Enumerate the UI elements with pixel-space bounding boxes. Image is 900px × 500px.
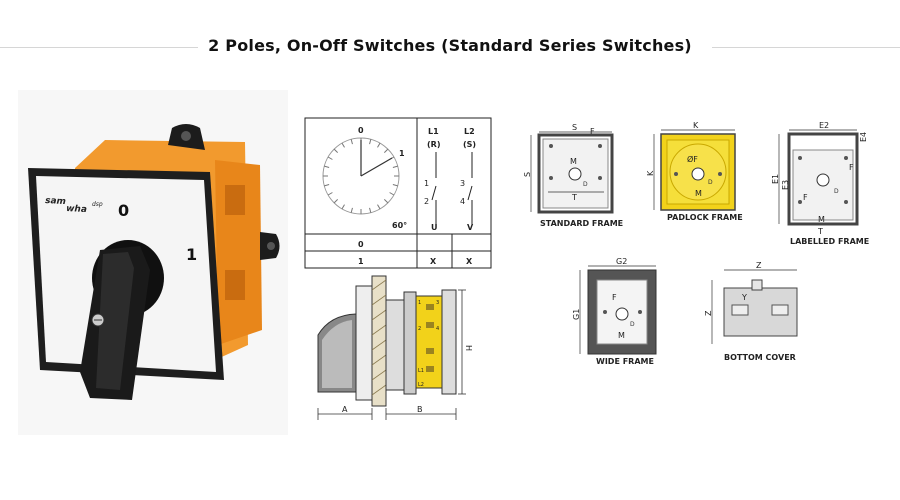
- l1-label: L1: [428, 127, 439, 136]
- page-title: 2 Poles, On-Off Switches (Standard Serie…: [198, 36, 702, 55]
- col-u-label: U: [431, 223, 438, 232]
- l2-label: L2: [464, 127, 475, 136]
- svg-text:wha: wha: [66, 204, 87, 215]
- svg-text:M: M: [618, 331, 625, 340]
- title-row: 2 Poles, On-Off Switches (Standard Serie…: [0, 36, 900, 60]
- dim-b-label: B: [417, 405, 423, 414]
- terminal-4: 4: [460, 197, 465, 206]
- svg-text:S: S: [572, 123, 577, 132]
- bottom-cover-drawing: Z Y Z BOTTOM COVER: [704, 261, 798, 362]
- svg-text:3: 3: [436, 300, 439, 306]
- terminal-1: 1: [424, 179, 429, 188]
- svg-text:G2: G2: [616, 257, 627, 266]
- contact-pole-2: [467, 152, 473, 225]
- svg-text:E1: E1: [771, 174, 780, 184]
- dial-one-label: 1: [399, 149, 405, 158]
- pos-off-label: 0: [118, 201, 129, 220]
- svg-text:F: F: [590, 127, 595, 136]
- col-v-label: V: [467, 223, 474, 232]
- title-rule-left: [0, 47, 235, 48]
- labelled-frame-drawing: E2 E4 E1 E3 F F D M T LABELLED FRAME: [771, 121, 869, 246]
- l2-sub-label: (S): [463, 140, 476, 149]
- standard-frame-drawing: S F S M D T STANDARD FRAME: [523, 123, 623, 228]
- wide-frame-caption: WIDE FRAME: [596, 357, 654, 366]
- contact-pole-1: [431, 152, 437, 225]
- svg-text:E2: E2: [819, 121, 829, 130]
- svg-text:F: F: [803, 193, 808, 202]
- row-1-pos: 1: [358, 257, 364, 266]
- row-1-v: X: [466, 257, 473, 266]
- row-0-pos: 0: [358, 240, 364, 249]
- rotary-knob[interactable]: [80, 240, 164, 400]
- bottom-cover-caption: BOTTOM COVER: [724, 353, 796, 362]
- svg-text:L2: L2: [418, 382, 424, 388]
- svg-text:D: D: [630, 321, 635, 328]
- row-1-u: X: [430, 257, 437, 266]
- terminal-3: 3: [460, 179, 465, 188]
- svg-text:D: D: [834, 188, 839, 195]
- svg-text:K: K: [646, 170, 655, 176]
- position-dial: [322, 137, 400, 215]
- svg-text:D: D: [708, 179, 713, 186]
- svg-text:Z: Z: [756, 261, 762, 270]
- pos-on-label: 1: [186, 245, 197, 264]
- dim-a-label: A: [342, 405, 348, 414]
- svg-text:E3: E3: [781, 180, 790, 190]
- svg-text:Z: Z: [704, 310, 713, 316]
- svg-text:ØF: ØF: [687, 154, 698, 164]
- svg-text:Y: Y: [741, 293, 747, 302]
- standard-frame-caption: STANDARD FRAME: [540, 219, 623, 228]
- angle-label: 60°: [392, 221, 407, 230]
- padlock-frame-drawing: K ØF D M K PADLOCK FRAME: [646, 121, 743, 222]
- svg-text:M: M: [570, 157, 577, 166]
- svg-text:1: 1: [418, 300, 421, 306]
- title-rule-right: [712, 47, 900, 48]
- svg-text:T: T: [817, 227, 823, 236]
- svg-text:F: F: [849, 163, 854, 172]
- svg-text:2: 2: [418, 326, 421, 332]
- l1-sub-label: (R): [427, 140, 440, 149]
- svg-text:E4: E4: [859, 132, 868, 142]
- wide-frame-drawing: G2 G1 F D M WIDE FRAME: [572, 257, 657, 366]
- svg-text:sam: sam: [45, 196, 66, 207]
- labelled-frame-caption: LABELLED FRAME: [790, 237, 869, 246]
- svg-text:M: M: [818, 215, 825, 224]
- svg-text:K: K: [693, 121, 699, 130]
- padlock-frame-caption: PADLOCK FRAME: [667, 213, 743, 222]
- svg-text:L1: L1: [418, 368, 424, 374]
- svg-text:F: F: [612, 293, 617, 302]
- side-terminal-labels: 1 2 3 4 L1 L2: [418, 300, 439, 388]
- dial-zero-label: 0: [358, 126, 364, 135]
- svg-text:4: 4: [436, 326, 439, 332]
- terminal-2: 2: [424, 197, 429, 206]
- dim-h-label: H: [464, 345, 473, 351]
- svg-text:S: S: [523, 172, 532, 177]
- svg-text:T: T: [571, 193, 577, 202]
- svg-text:M: M: [695, 189, 702, 198]
- svg-text:D: D: [583, 181, 588, 188]
- svg-text:G1: G1: [572, 309, 581, 320]
- svg-text:dsp: dsp: [92, 201, 103, 208]
